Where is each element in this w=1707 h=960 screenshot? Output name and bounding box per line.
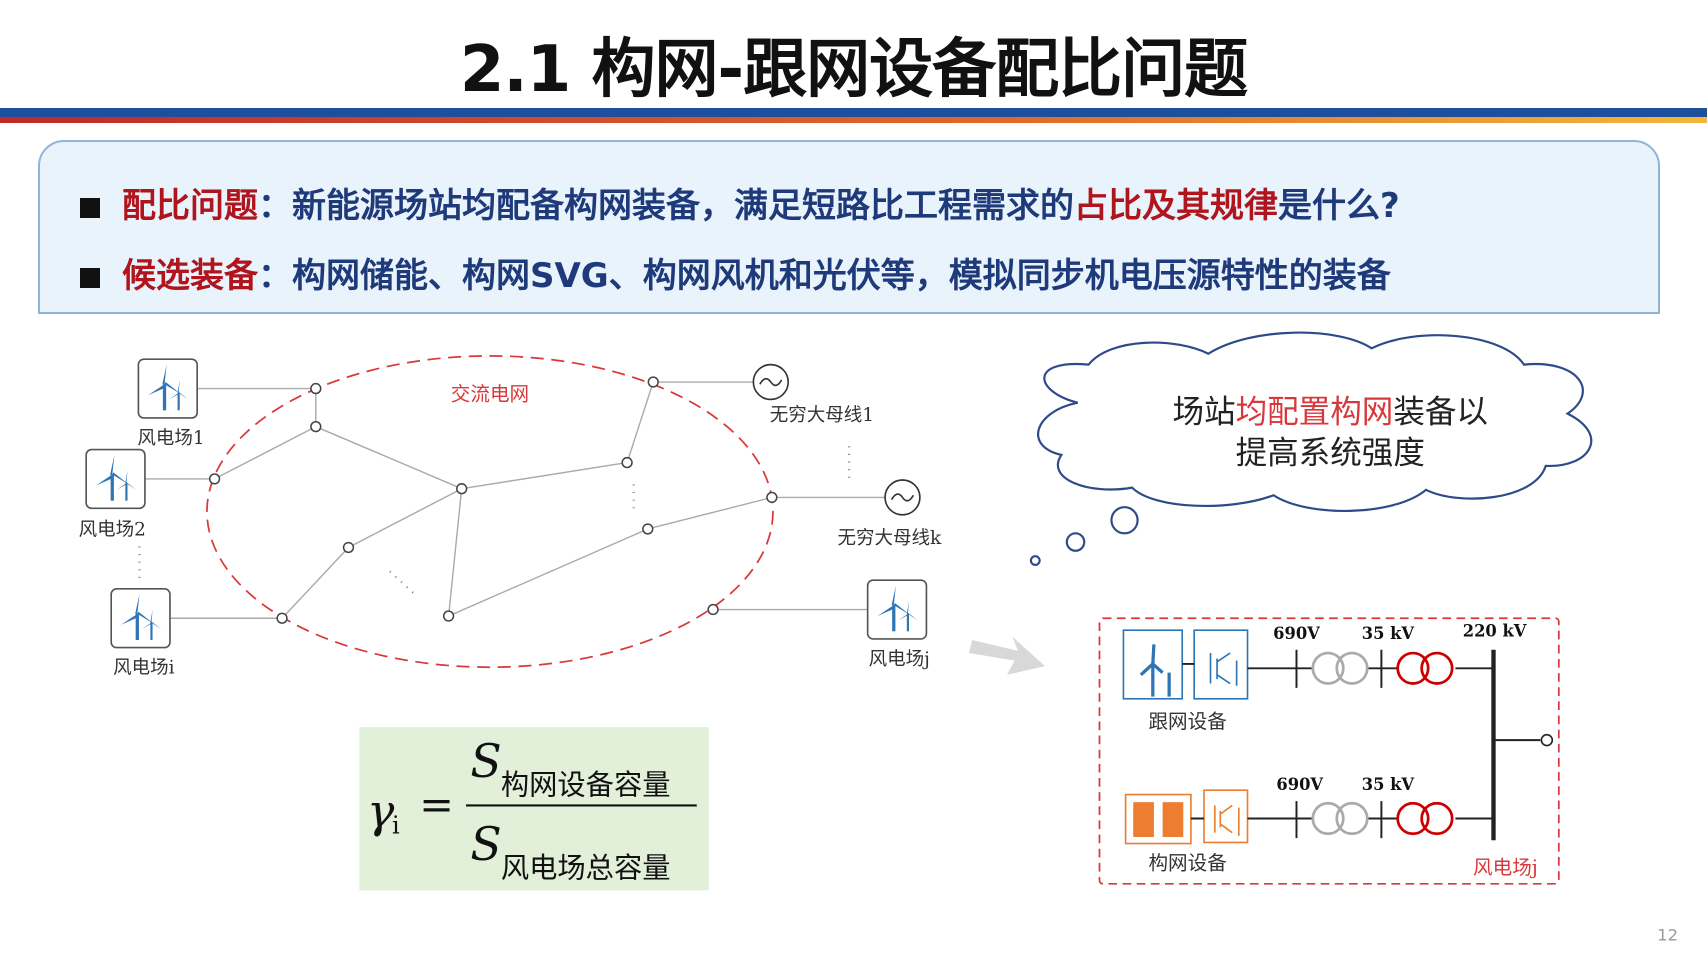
network-nodes	[208, 376, 778, 624]
page-number: 12	[1657, 925, 1678, 944]
wind-farm-j-box-label: 风电场j	[1473, 856, 1538, 879]
wind-farm-1-icon	[136, 357, 199, 420]
ac-grid-network	[138, 355, 886, 669]
bullet-sep: ：	[258, 256, 292, 296]
wind-farm-1-label: 风电场1	[137, 428, 204, 449]
wind-farm-2-icon	[84, 447, 147, 510]
infinite-bus-k-label: 无穷大母线k	[838, 528, 943, 549]
question-box: 配比问题：新能源场站均配备构网装备，满足短路比工程需求的占比及其规律是什么? 候…	[38, 140, 1660, 314]
bullet-candidate-equipment: 候选装备：构网储能、构网SVG、构网风机和光伏等，模拟同步机电压源特性的装备	[80, 248, 1391, 297]
formula-numerator: S	[470, 735, 501, 788]
wind-farm-i-icon	[109, 587, 172, 650]
header-stripe-gradient	[0, 117, 1707, 123]
voltage-690v-bottom: 690V	[1276, 775, 1323, 794]
wind-farm-j-circuit: 690V 35 kV 220 kV 690V 35 kV 跟网设备 构网设备 风…	[1098, 617, 1560, 885]
formula-gamma-sub: i	[392, 812, 400, 840]
bullet-label: 配比问题	[122, 186, 258, 226]
infinite-bus-1-label: 无穷大母线1	[770, 405, 874, 426]
gfl-converter-icon	[1193, 629, 1249, 700]
grid-following-label: 跟网设备	[1148, 710, 1227, 733]
ac-grid-label: 交流电网	[451, 383, 529, 406]
wind-farm-j-label: 风电场j	[869, 649, 930, 670]
voltage-35kv-bottom: 35 kV	[1362, 775, 1415, 794]
gfm-converter-icon	[1203, 789, 1249, 844]
bullet-text: 构网储能、构网SVG、构网风机和光伏等，模拟同步机电压源特性的装备	[292, 256, 1391, 296]
formula-equals: =	[419, 781, 454, 829]
bullet-highlight: 占比及其规律	[1074, 186, 1278, 226]
bullet-square-icon	[80, 267, 100, 288]
wind-farm-j-icon	[866, 578, 929, 641]
header-stripe-blue	[0, 108, 1707, 117]
ratio-formula: γ i = S 构网设备容量 S 风电场总容量	[359, 727, 709, 891]
wind-farm-2-label: 风电场2	[79, 520, 146, 541]
bullet-label: 候选装备	[122, 256, 258, 296]
slide-title: 2.1 构网-跟网设备配比问题	[459, 33, 1248, 107]
formula-denominator-sub: 风电场总容量	[501, 851, 671, 884]
grid-forming-label: 构网设备	[1148, 852, 1227, 875]
infinite-bus-1-source-icon	[752, 363, 790, 401]
formula-denominator: S	[470, 818, 501, 871]
bullet-ratio-question: 配比问题：新能源场站均配备构网装备，满足短路比工程需求的占比及其规律是什么?	[80, 178, 1400, 227]
formula-numerator-sub: 构网设备容量	[501, 769, 671, 802]
arrow-right-icon	[968, 636, 1046, 675]
bullet-text: 新能源场站均配备构网装备，满足短路比工程需求的	[292, 186, 1074, 226]
infinite-bus-k-source-icon	[884, 479, 921, 516]
voltage-35kv-top: 35 kV	[1362, 624, 1415, 643]
thought-cloud	[1029, 331, 1593, 566]
bullet-square-icon	[80, 197, 100, 218]
cloud-line-2: 提高系统强度	[1236, 436, 1425, 472]
voltage-690v-top: 690V	[1273, 624, 1320, 643]
voltage-220kv: 220 kV	[1463, 622, 1527, 641]
bullet-text-end: 是什么?	[1278, 186, 1400, 226]
cloud-line-1: 场站均配置构网装备以	[1173, 394, 1488, 430]
formula-gamma: γ	[367, 785, 395, 838]
wind-farm-i-label: 风电场i	[113, 658, 175, 679]
bullet-sep: ：	[258, 186, 292, 226]
